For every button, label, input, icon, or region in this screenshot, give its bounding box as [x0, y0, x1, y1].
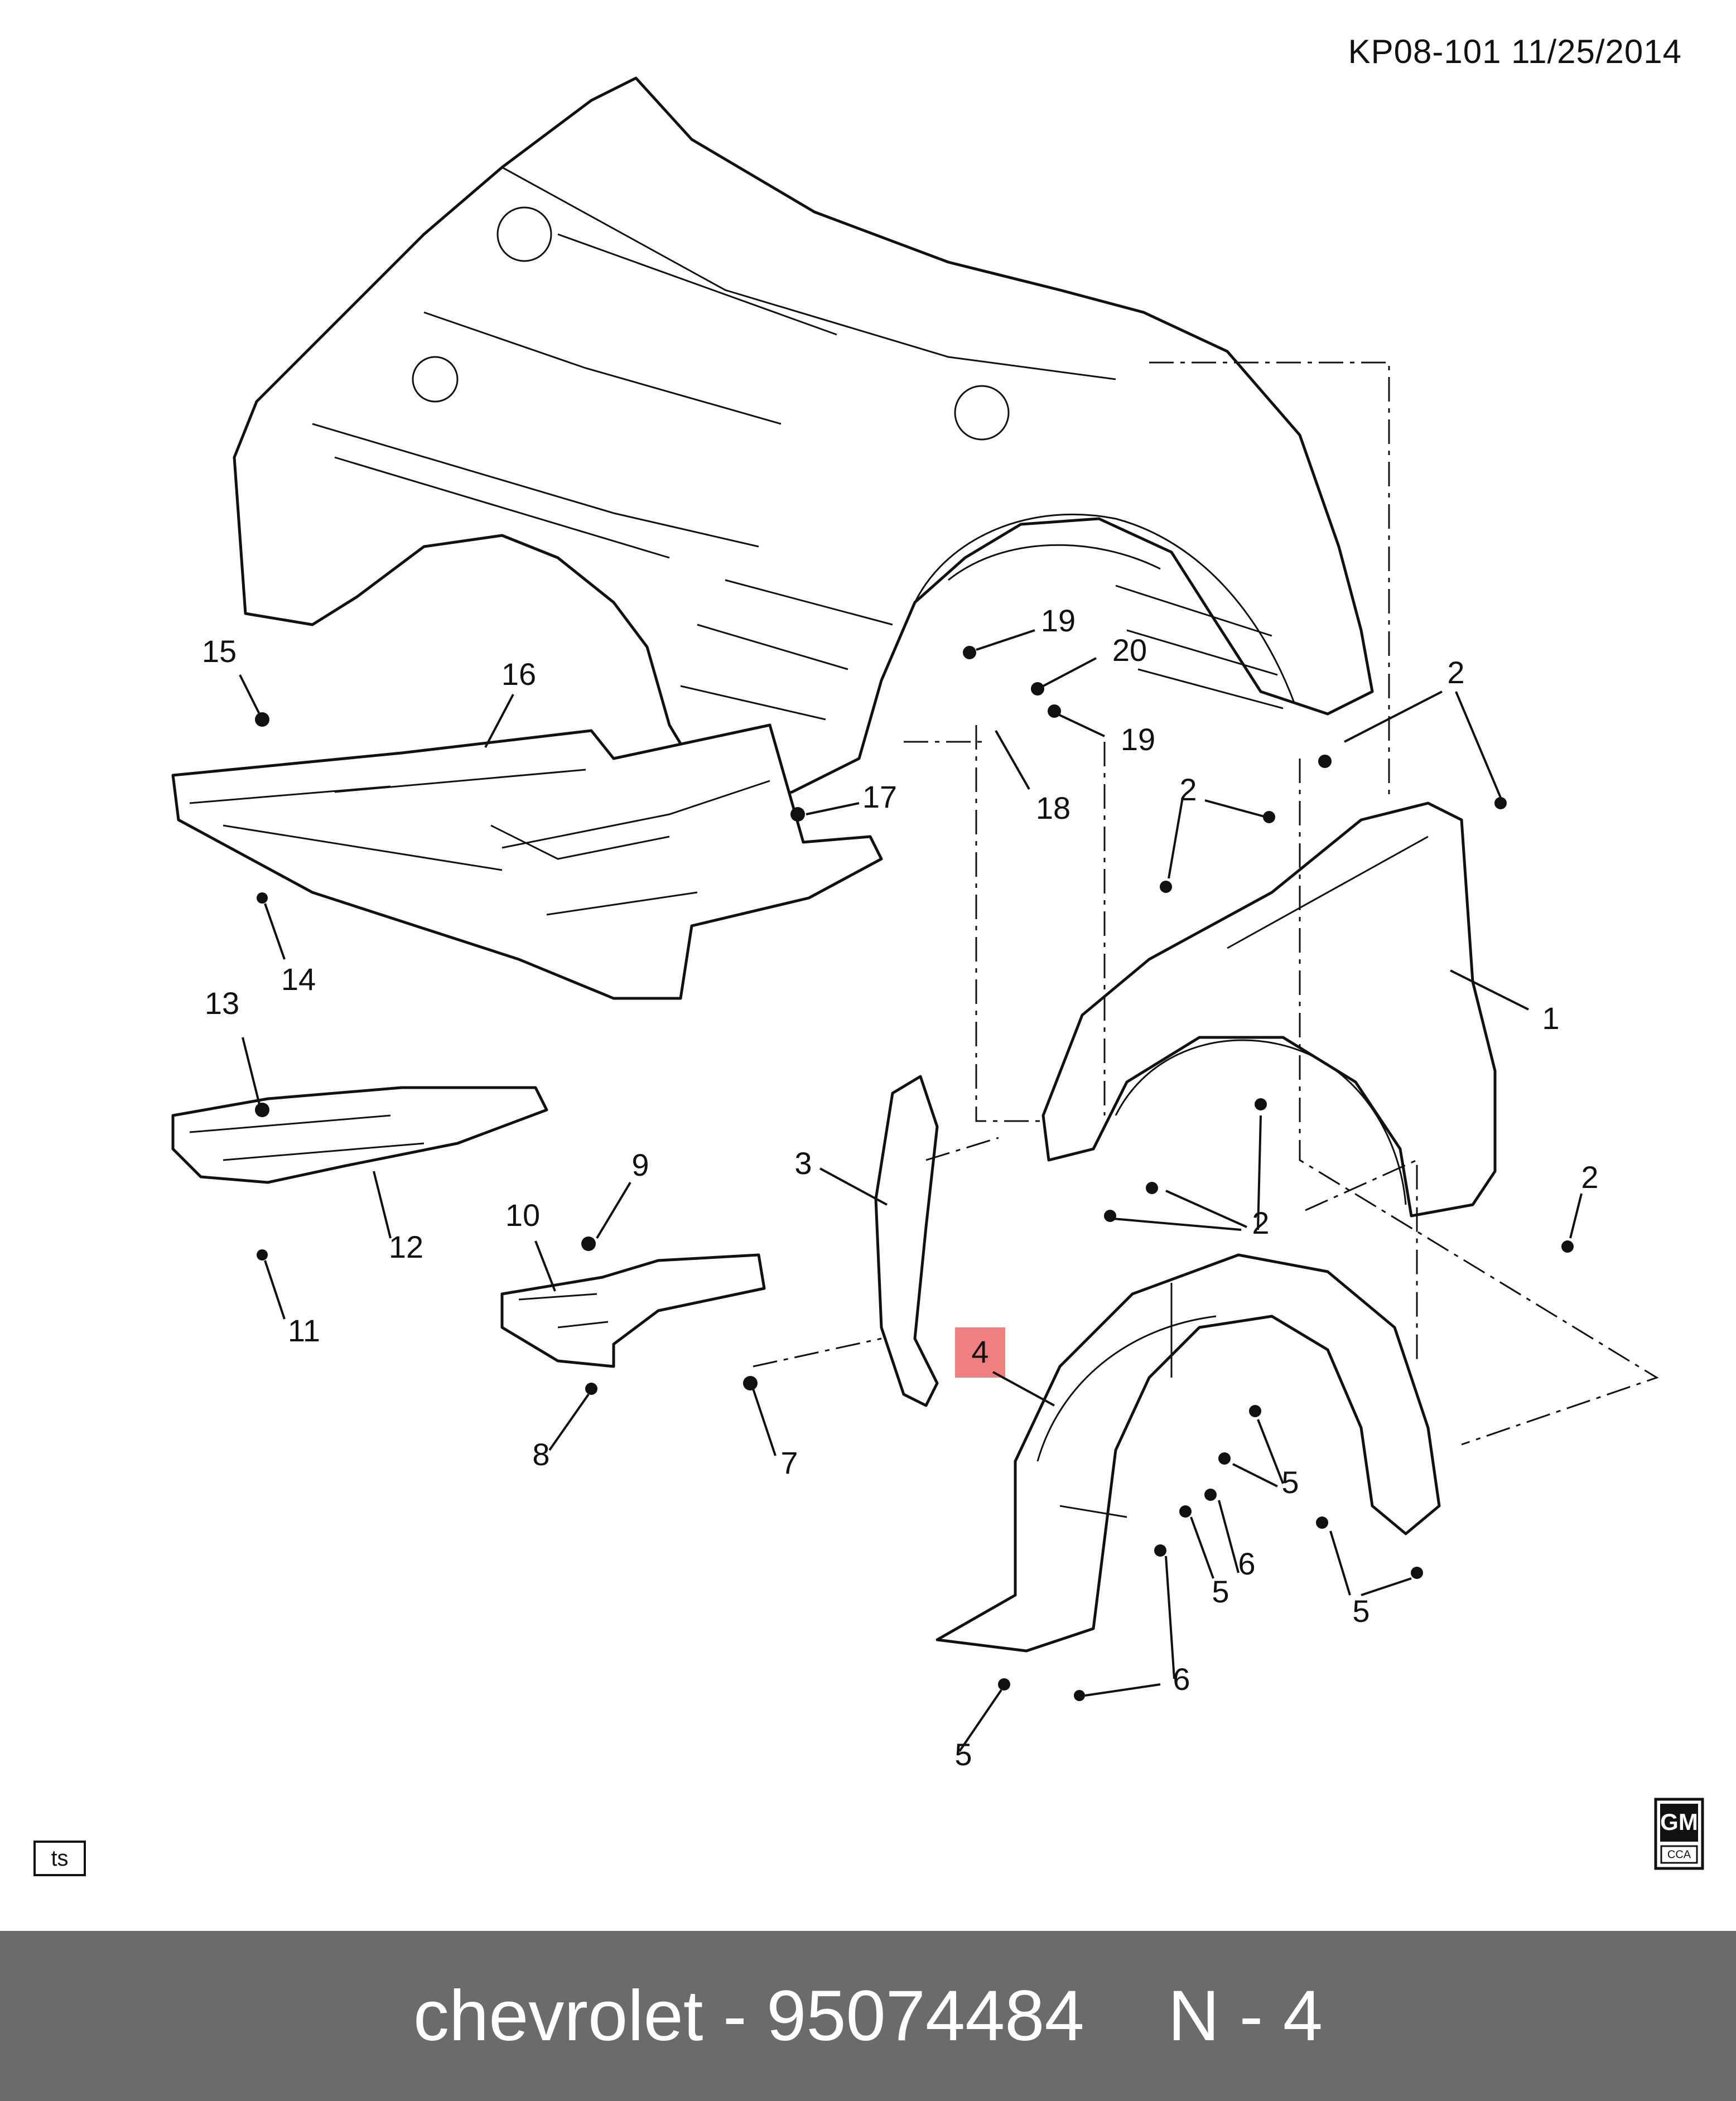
diagram-reference: KP08-101 11/25/2014 — [1348, 33, 1682, 70]
callout-7: 7 — [780, 1445, 798, 1480]
callout-13: 13 — [205, 986, 239, 1021]
exploded-parts-diagram: 1 2 2 2 2 2 2 3 4 5 5 5 5 6 6 7 8 9 10 1… — [171, 76, 1704, 1870]
lower-splash-shield — [171, 723, 883, 1000]
fender-seal — [874, 1075, 939, 1407]
footer-bar: chevrolet - 95074484 N - 4 — [0, 1931, 1736, 2101]
leader-lines — [239, 629, 1583, 1752]
callout-20: 20 — [1112, 632, 1147, 668]
callout-9: 9 — [631, 1147, 649, 1182]
callout-6a: 6 — [1238, 1546, 1255, 1581]
callout-5b: 5 — [1212, 1574, 1229, 1609]
callout-5c: 5 — [1352, 1593, 1369, 1629]
gm-logo-text: GM — [1660, 1809, 1698, 1835]
wheelhouse-liner — [935, 1253, 1441, 1653]
alignment-lines — [753, 361, 1659, 1446]
front-body-structure — [233, 76, 1374, 805]
callout-3: 3 — [794, 1146, 812, 1181]
front-fender — [1041, 801, 1497, 1218]
gm-logo-subtext: CCA — [1667, 1848, 1691, 1861]
callout-18: 18 — [1036, 790, 1070, 825]
callout-17: 17 — [862, 779, 897, 814]
ts-label: ts — [33, 1841, 86, 1876]
callout-8: 8 — [532, 1437, 549, 1472]
callout-5a: 5 — [1281, 1465, 1299, 1500]
lower-bracket — [500, 1253, 766, 1368]
footer-page: N - 4 — [1168, 1976, 1323, 2056]
fasteners — [255, 646, 1574, 1701]
highlight-box — [955, 1327, 1005, 1378]
callout-2a: 2 — [1447, 655, 1464, 690]
callout-12: 12 — [389, 1229, 423, 1264]
callout-4: 4 — [971, 1334, 988, 1369]
callout-2e: 2 — [1581, 1160, 1598, 1195]
footer-brand: chevrolet - 95074484 — [413, 1976, 1084, 2056]
callout-16: 16 — [501, 656, 536, 692]
callout-6b: 6 — [1173, 1662, 1190, 1697]
callout-2c: 2 — [1252, 1205, 1269, 1240]
callout-15: 15 — [202, 634, 237, 669]
callout-1: 1 — [1542, 1001, 1559, 1036]
front-splash-shield — [171, 1086, 548, 1184]
callout-5d: 5 — [954, 1737, 972, 1772]
callout-10: 10 — [505, 1197, 540, 1233]
callout-19b: 19 — [1121, 722, 1155, 757]
callout-14: 14 — [281, 962, 316, 997]
callout-11: 11 — [288, 1313, 320, 1348]
callout-19a: 19 — [1041, 603, 1076, 638]
gm-logo: GM CCA — [1654, 1798, 1704, 1870]
callout-2b: 2 — [1179, 772, 1197, 807]
